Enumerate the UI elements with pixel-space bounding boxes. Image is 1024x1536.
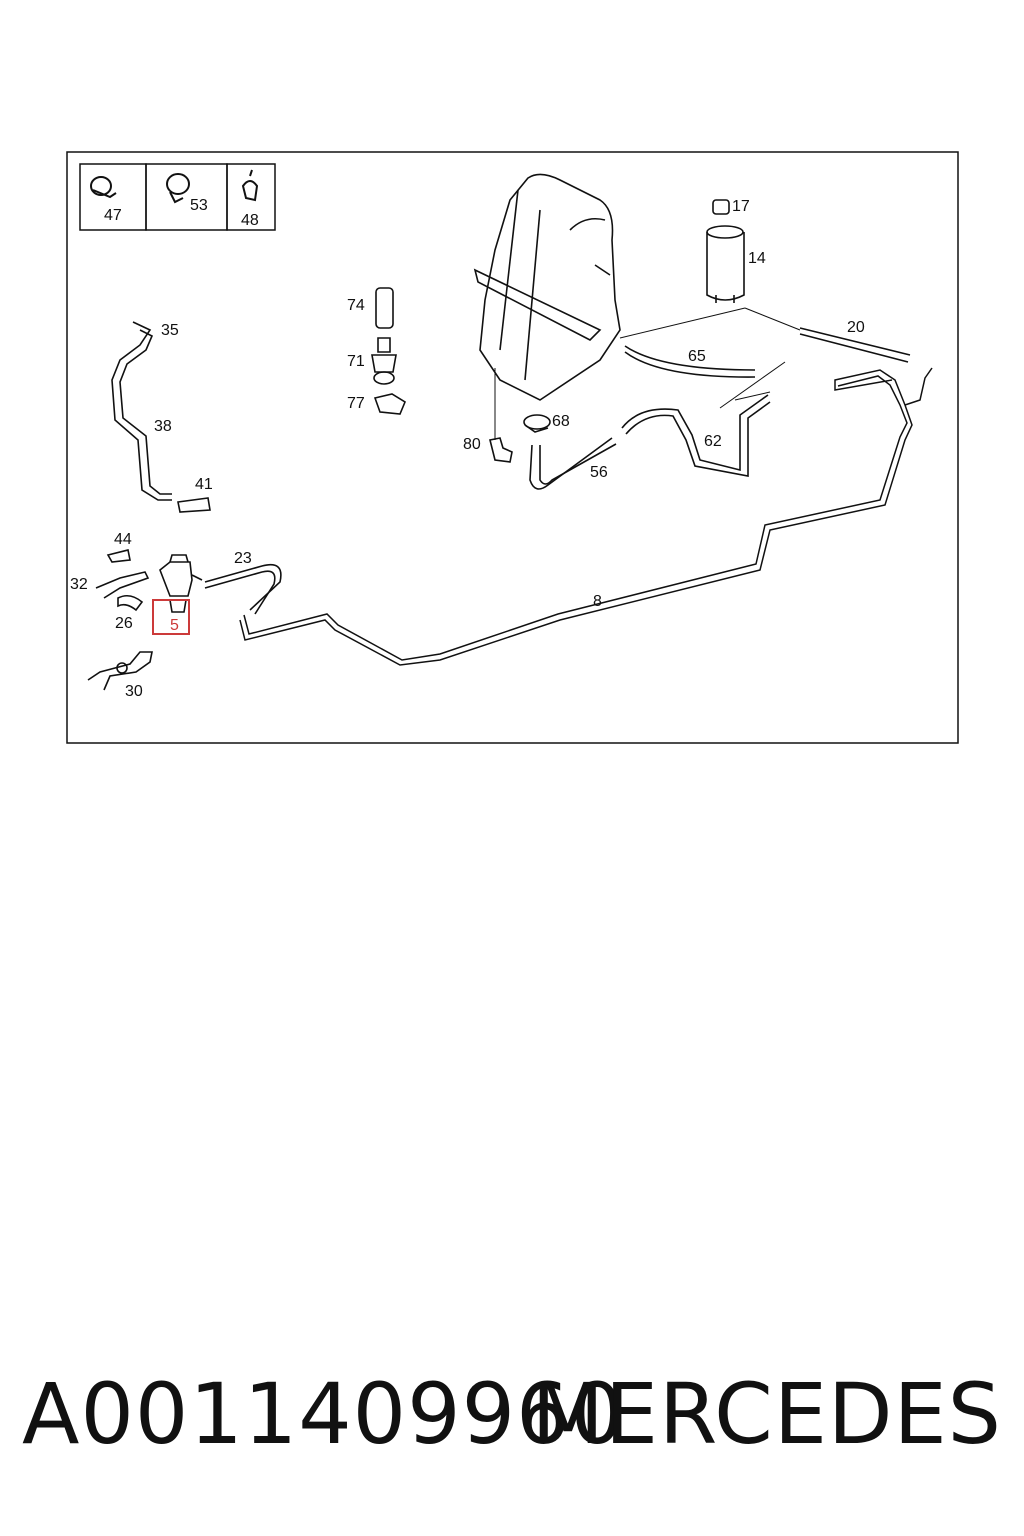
elbow-80 [489,437,513,463]
callout-44: 44 [114,531,132,548]
leader-lines [494,307,801,440]
callout-35: 35 [161,322,179,339]
hose-65 [624,345,756,378]
clip-48-icon [241,169,259,202]
inset-panel: 47 53 48 [79,163,276,231]
callout-56: 56 [590,464,608,481]
callout-32: 32 [70,576,88,593]
hose-30 [87,651,153,691]
fitting-68 [523,414,551,433]
callout-labels: 35 38 41 74 71 77 80 68 56 17 14 20 65 6… [70,198,865,700]
brand-name: MERCEDES [531,1365,1002,1463]
fittings-left [95,549,150,612]
callout-68: 68 [552,413,570,430]
callout-41: 41 [195,476,213,493]
callout-77: 77 [347,395,365,412]
hose-56 [529,437,617,490]
callout-65: 65 [688,348,706,365]
callout-8: 8 [593,593,602,610]
callout-26: 26 [115,615,133,632]
fuel-tank [473,173,621,401]
hose-20 [799,327,911,363]
callout-14: 14 [748,250,766,267]
callout-20: 20 [847,319,865,336]
pipe-8 [239,367,933,666]
callout-5-highlighted: 5 [170,617,179,634]
callout-71: 71 [347,353,365,370]
valve-5 [159,554,203,613]
inset-label-47: 47 [104,207,122,224]
connector-41 [177,497,211,513]
clamp-53-icon [166,173,190,204]
charcoal-canister [706,199,745,303]
clamp-47-icon [90,176,117,199]
hose-38 [111,321,172,501]
part-number: A0011409960 [22,1365,625,1463]
callout-30: 30 [125,683,143,700]
hose-23 [204,563,282,615]
inset-label-48: 48 [241,212,259,229]
hose-62 [621,394,771,477]
valve-stack [371,287,407,415]
callout-23: 23 [234,550,252,567]
callout-62: 62 [704,433,722,450]
inset-label-53: 53 [190,197,208,214]
diagram-border [66,151,959,744]
callout-80: 80 [463,436,481,453]
callout-74: 74 [347,297,365,314]
highlight-box [152,599,190,635]
callout-38: 38 [154,418,172,435]
callout-17: 17 [732,198,750,215]
